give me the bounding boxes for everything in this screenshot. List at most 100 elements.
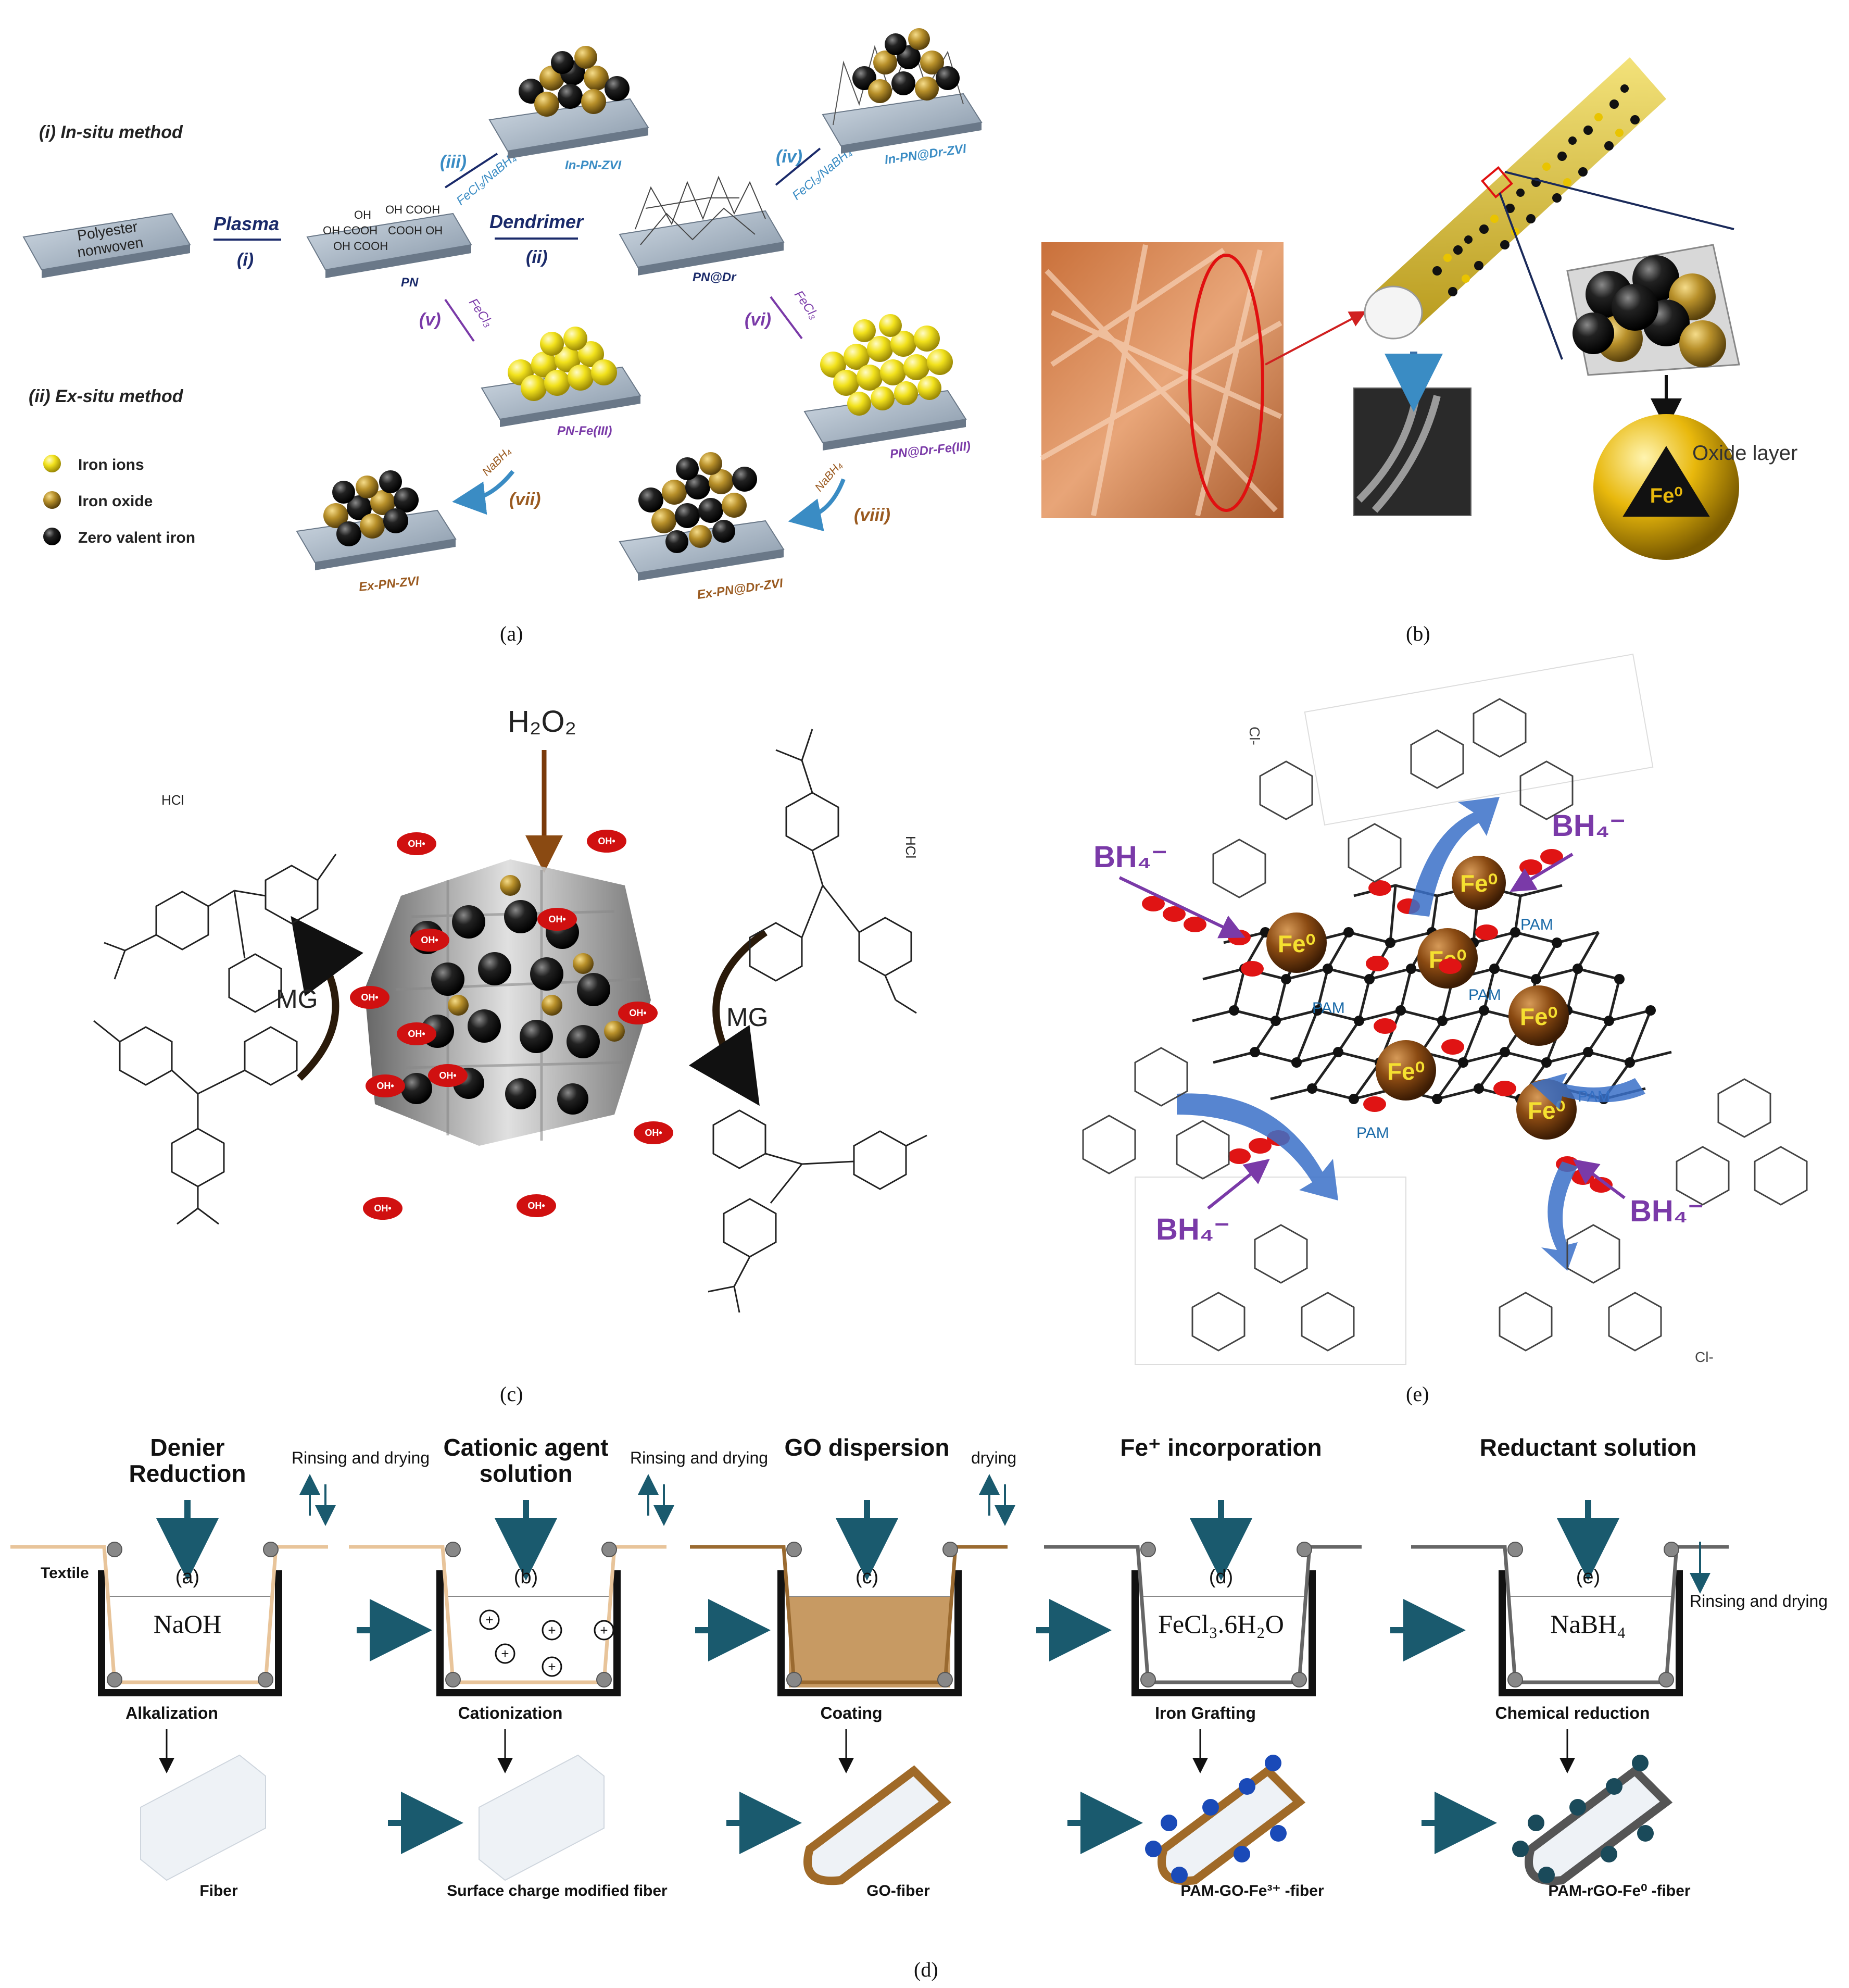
plasma-step: (i)	[237, 250, 254, 270]
pn-label: PN	[401, 276, 419, 290]
oxide-layer-label: Oxide layer	[1692, 442, 1797, 465]
cluster-tile	[1566, 244, 1740, 376]
svg-text:+: +	[600, 1622, 608, 1638]
caption-c: (c)	[500, 1382, 523, 1406]
mg-molecule-right-bottom	[708, 1109, 927, 1313]
in-pndr-zvi-label: In-PN@Dr-ZVI	[884, 142, 968, 167]
legend-iron-ions-swatch	[43, 455, 61, 472]
dendrimer-step: (ii)	[526, 247, 548, 267]
legend-zvi-swatch	[43, 528, 61, 545]
step-title2-0: Reduction	[129, 1460, 246, 1487]
bath-label-2: (c)	[856, 1566, 878, 1588]
fiber-micrograph	[1041, 242, 1284, 518]
svg-text:+: +	[485, 1612, 493, 1628]
mg-left: MG	[276, 984, 318, 1014]
ex-pndr-zvi-plate: Ex-PN@Dr-ZVI	[619, 452, 785, 602]
step-title-2: GO dispersion	[785, 1434, 950, 1461]
pam-label-3: PAM	[1356, 1124, 1389, 1142]
legend-iron-oxide-swatch	[43, 491, 61, 509]
bath-3	[1131, 1570, 1316, 1696]
fe-label-4: Fe⁰	[1387, 1058, 1425, 1085]
pn-fe3-label: PN-Fe(III)	[557, 424, 612, 438]
bh4-bottom-left-arrow	[1207, 1159, 1270, 1210]
fiber-label-0: Fiber	[199, 1882, 238, 1899]
panel-a: (i) In-situ method (ii) Ex-situ method I…	[22, 28, 983, 645]
pndr-fe3-label: PN@Dr-Fe(III)	[889, 439, 971, 461]
legend-zvi-label: Zero valent iron	[78, 529, 195, 546]
bath-label-4: (e)	[1576, 1566, 1600, 1588]
oxidant-label: H₂O₂	[508, 705, 576, 739]
bath-0	[98, 1570, 282, 1696]
fabric-path-1	[349, 1545, 666, 1684]
reagent-vi: FeCl₃	[791, 288, 821, 322]
panel-c: H₂O₂	[93, 705, 927, 1406]
radical-7	[428, 1064, 468, 1087]
radical-label-2: OH•	[421, 935, 438, 945]
pn-plate: OH OH COOH OH COOH COOH OH OH COOH PN	[306, 203, 472, 290]
pn-group-3: COOH OH	[388, 224, 443, 237]
fe-particles: Fe⁰ Fe⁰ Fe⁰ Fe⁰ Fe⁰ Fe⁰	[1266, 856, 1577, 1140]
svg-text:+: +	[501, 1646, 509, 1661]
chloride-bottom: Cl-	[1695, 1349, 1714, 1365]
bath-label-0: (a)	[175, 1566, 199, 1588]
fabric-path-2	[690, 1545, 1008, 1684]
bh4-bottom-right-arrow	[1573, 1159, 1626, 1199]
radical-label-9: OH•	[645, 1128, 662, 1138]
svg-text:+: +	[548, 1659, 556, 1674]
svg-text:+: +	[548, 1622, 556, 1638]
radical-label-4: OH•	[361, 992, 378, 1003]
pn-group-1: OH COOH	[385, 203, 440, 216]
fabric-path-3	[1044, 1545, 1362, 1684]
pndr-plate: PN@Dr	[619, 176, 785, 284]
panel-b: Fe⁰ Oxide layer (b)	[1040, 57, 1797, 645]
fabric-path-0	[10, 1545, 328, 1684]
hcl-right: HCl	[903, 836, 919, 858]
bath-2	[777, 1570, 962, 1696]
bath-4	[1499, 1570, 1683, 1696]
step-title2-1: solution	[480, 1460, 573, 1487]
legend-iron-oxide-label: Iron oxide	[78, 493, 153, 510]
radical-label-0: OH•	[408, 839, 425, 849]
dye-molecules-e	[1082, 698, 1808, 1352]
mg-arrow-right	[688, 929, 768, 1106]
radical-10	[363, 1197, 402, 1220]
mg-arrow-left	[291, 916, 363, 1081]
substrate-plate: Polyester nonwoven	[22, 212, 191, 278]
caption-e: (e)	[1406, 1382, 1429, 1406]
radical-label-3: OH•	[548, 914, 565, 924]
bath-label-3: (d)	[1209, 1566, 1233, 1588]
panel-e: Fe⁰ Fe⁰ Fe⁰ Fe⁰ Fe⁰ Fe⁰ PAM PAM PAM PAM …	[1082, 653, 1808, 1406]
step-v: (v)	[419, 310, 441, 330]
bath-content-0: NaOH	[154, 1609, 222, 1639]
pam-label-0: PAM	[1520, 916, 1553, 933]
plasma-label: Plasma	[213, 213, 279, 234]
fiber-label-2: GO-fiber	[866, 1882, 930, 1899]
hcl-left: HCl	[161, 792, 184, 808]
radical-1	[587, 830, 626, 853]
radical-label-10: OH•	[374, 1203, 391, 1214]
fabric-path-4	[1411, 1545, 1729, 1684]
caption-b: (b)	[1406, 622, 1430, 645]
mg-molecule-left-bottom	[93, 1020, 298, 1225]
pam-label-1: PAM	[1312, 999, 1345, 1017]
step-v-arrow	[444, 298, 475, 342]
pndr-fe3-plate: PN@Dr-Fe(III)	[803, 314, 971, 461]
pn-group-4: OH COOH	[333, 240, 388, 253]
ex-pndr-zvi-label: Ex-PN@Dr-ZVI	[696, 576, 785, 602]
step-vi-arrow	[770, 296, 803, 340]
pam-label-2: PAM	[1468, 986, 1501, 1004]
radical-label-6: OH•	[408, 1029, 425, 1039]
radical-label-11: OH•	[527, 1201, 545, 1211]
legend-iron-ions-label: Iron ions	[78, 456, 144, 473]
radical-3	[537, 908, 577, 931]
step-vii-arrow	[452, 470, 515, 515]
reagent-v: FeCl₃	[466, 296, 496, 330]
fiber-shape-4	[1525, 1765, 1673, 1885]
after-text-1: Rinsing and drying	[630, 1448, 768, 1467]
radical-5	[618, 1002, 658, 1024]
catalyst-cluster	[364, 859, 651, 1146]
fiber-shape-1	[479, 1754, 605, 1881]
step-title-1: Cationic agent	[444, 1434, 609, 1461]
fe-label-3: Fe⁰	[1520, 1003, 1557, 1030]
step-title-0: Denier	[150, 1434, 224, 1461]
